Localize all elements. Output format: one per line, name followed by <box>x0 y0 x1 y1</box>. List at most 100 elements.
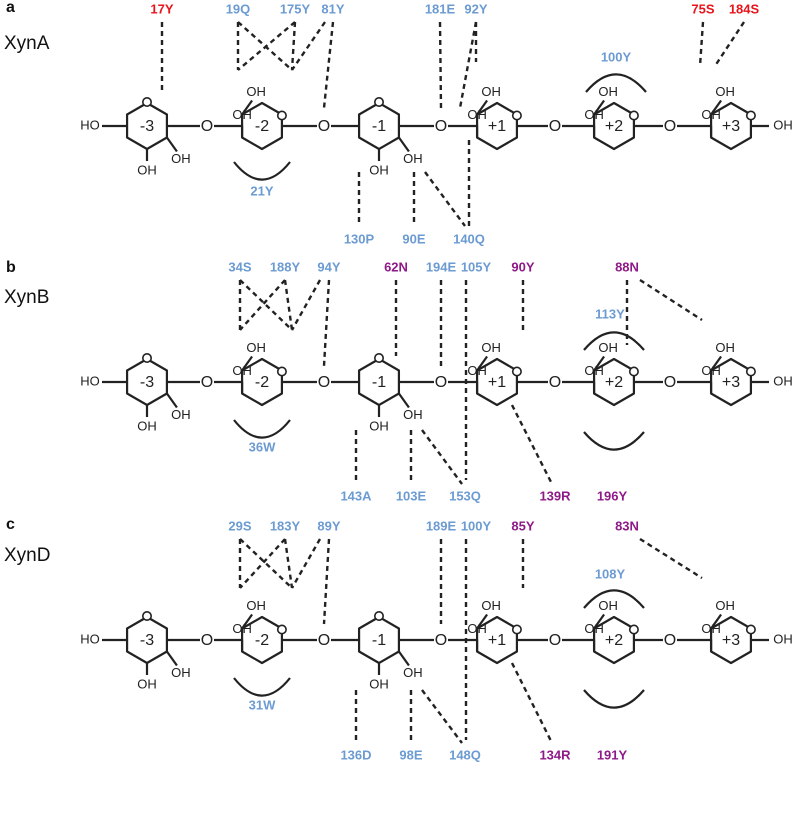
subsite-label: +1 <box>488 374 506 391</box>
glycosidic-oxygen: O <box>549 118 561 135</box>
residue-label-130p: 130P <box>344 231 375 246</box>
terminal-hydroxyl: OH <box>773 373 793 388</box>
subsite-label: +1 <box>488 632 506 649</box>
interaction-line <box>291 21 326 71</box>
ring-oxygen-atom <box>511 624 522 635</box>
interaction-line <box>239 538 286 589</box>
subsite-label: +3 <box>722 374 740 391</box>
glycosidic-oxygen: O <box>549 632 561 649</box>
interaction-line <box>290 21 297 71</box>
interaction-line <box>639 278 703 322</box>
residue-label-143a: 143A <box>340 488 372 503</box>
residue-label-36w: 36W <box>249 439 276 454</box>
stacking-interaction-100y <box>585 73 647 93</box>
interaction-line <box>713 21 746 67</box>
ring-oxygen-atom <box>373 97 384 108</box>
hydroxyl-group: OH <box>232 107 252 122</box>
hydroxyl-group: OH <box>584 363 604 378</box>
terminal-hydroxyl: OH <box>773 117 793 132</box>
hydroxyl-group: OH <box>232 621 252 636</box>
terminal-hydroxyl: HO <box>80 631 100 646</box>
ring-oxygen-atom <box>745 110 756 121</box>
hydroxyl-group: OH <box>137 162 157 177</box>
hydroxyl-group: OH <box>701 363 721 378</box>
hydroxyl-group: OH <box>467 621 487 636</box>
interaction-line <box>438 21 443 109</box>
interaction-line <box>239 279 286 331</box>
residue-label-108y: 108Y <box>595 566 626 581</box>
bond <box>241 613 253 630</box>
glycosidic-oxygen: O <box>201 118 213 135</box>
bond <box>241 355 253 372</box>
stacking-interaction-196y <box>583 431 645 451</box>
ring-oxygen-atom <box>373 352 384 363</box>
subsite-label: +2 <box>605 118 623 135</box>
subsite-label: -2 <box>255 632 269 649</box>
hydroxyl-group: OH <box>246 84 266 99</box>
hydroxyl-group: OH <box>171 407 191 422</box>
subsite-label: +3 <box>722 118 740 135</box>
residue-label-88n: 88N <box>615 259 639 274</box>
glycosidic-oxygen: O <box>664 632 676 649</box>
hydroxyl-group: OH <box>715 84 735 99</box>
interaction-line <box>290 279 322 331</box>
ring-oxygen-atom <box>511 366 522 377</box>
residue-label-19q: 19Q <box>226 1 251 16</box>
interaction-line <box>510 404 554 485</box>
hydroxyl-group: OH <box>467 107 487 122</box>
stacking-interaction-36w <box>233 419 291 439</box>
residue-label-83n: 83N <box>615 518 639 533</box>
panel-b: bXynBHO-3OHOH-2OHOH-1OHOH+1OHOH+2OHOH+3O… <box>4 259 793 503</box>
residue-label-194e: 194E <box>426 259 457 274</box>
ring-oxygen-atom <box>745 366 756 377</box>
terminal-hydroxyl: HO <box>80 373 100 388</box>
hydroxyl-group: OH <box>137 418 157 433</box>
residue-label-90e: 90E <box>402 231 425 246</box>
hydroxyl-group: OH <box>715 598 735 613</box>
interaction-line <box>322 538 331 625</box>
hydroxyl-group: OH <box>137 676 157 691</box>
bond <box>166 650 178 667</box>
ring-oxygen-atom <box>142 97 153 108</box>
bond <box>593 613 605 630</box>
bond <box>166 136 178 153</box>
ring-oxygen-atom <box>745 624 756 635</box>
interaction-line <box>424 171 466 227</box>
residue-label-75s: 75S <box>691 1 714 16</box>
ring-oxygen-atom <box>276 624 287 635</box>
glycosidic-oxygen: O <box>664 118 676 135</box>
interaction-line <box>290 538 322 589</box>
interaction-line <box>322 21 335 109</box>
subsite-label: +1 <box>488 118 506 135</box>
residue-label-98e: 98E <box>399 747 422 762</box>
residue-label-184s: 184S <box>729 1 760 16</box>
residue-label-139r: 139R <box>539 488 571 503</box>
interaction-line <box>237 21 296 71</box>
panel-letter: c <box>6 516 15 533</box>
residue-label-148q: 148Q <box>449 747 481 762</box>
enzyme-name: XynA <box>4 33 50 54</box>
bond <box>398 136 410 153</box>
panel-a: aXynAHO-3OHOH-2OHOH-1OHOH+1OHOH+2OHOH+3O… <box>4 0 793 246</box>
residue-label-34s: 34S <box>228 259 251 274</box>
ring-oxygen-atom <box>142 352 153 363</box>
interaction-line <box>239 538 293 589</box>
interaction-line <box>421 689 463 744</box>
residue-label-183y: 183Y <box>270 518 301 533</box>
glycosidic-oxygen: O <box>318 118 330 135</box>
glycosidic-oxygen: O <box>549 374 561 391</box>
subsite-label: -2 <box>255 118 269 135</box>
residue-label-92y: 92Y <box>464 1 487 16</box>
residue-label-113y: 113Y <box>595 306 625 321</box>
stacking-interaction-31w <box>233 677 291 697</box>
hydroxyl-group: OH <box>598 340 618 355</box>
bond <box>476 613 488 630</box>
hydroxyl-group: OH <box>403 407 423 422</box>
panel-c: cXynDHO-3OHOH-2OHOH-1OHOH+1OHOH+2OHOH+3O… <box>4 516 793 762</box>
hydroxyl-group: OH <box>232 363 252 378</box>
residue-label-31w: 31W <box>249 697 276 712</box>
stacking-interaction-21y <box>233 161 291 181</box>
glycosidic-oxygen: O <box>318 632 330 649</box>
residue-label-175y: 175Y <box>280 1 311 16</box>
hydroxyl-group: OH <box>598 84 618 99</box>
